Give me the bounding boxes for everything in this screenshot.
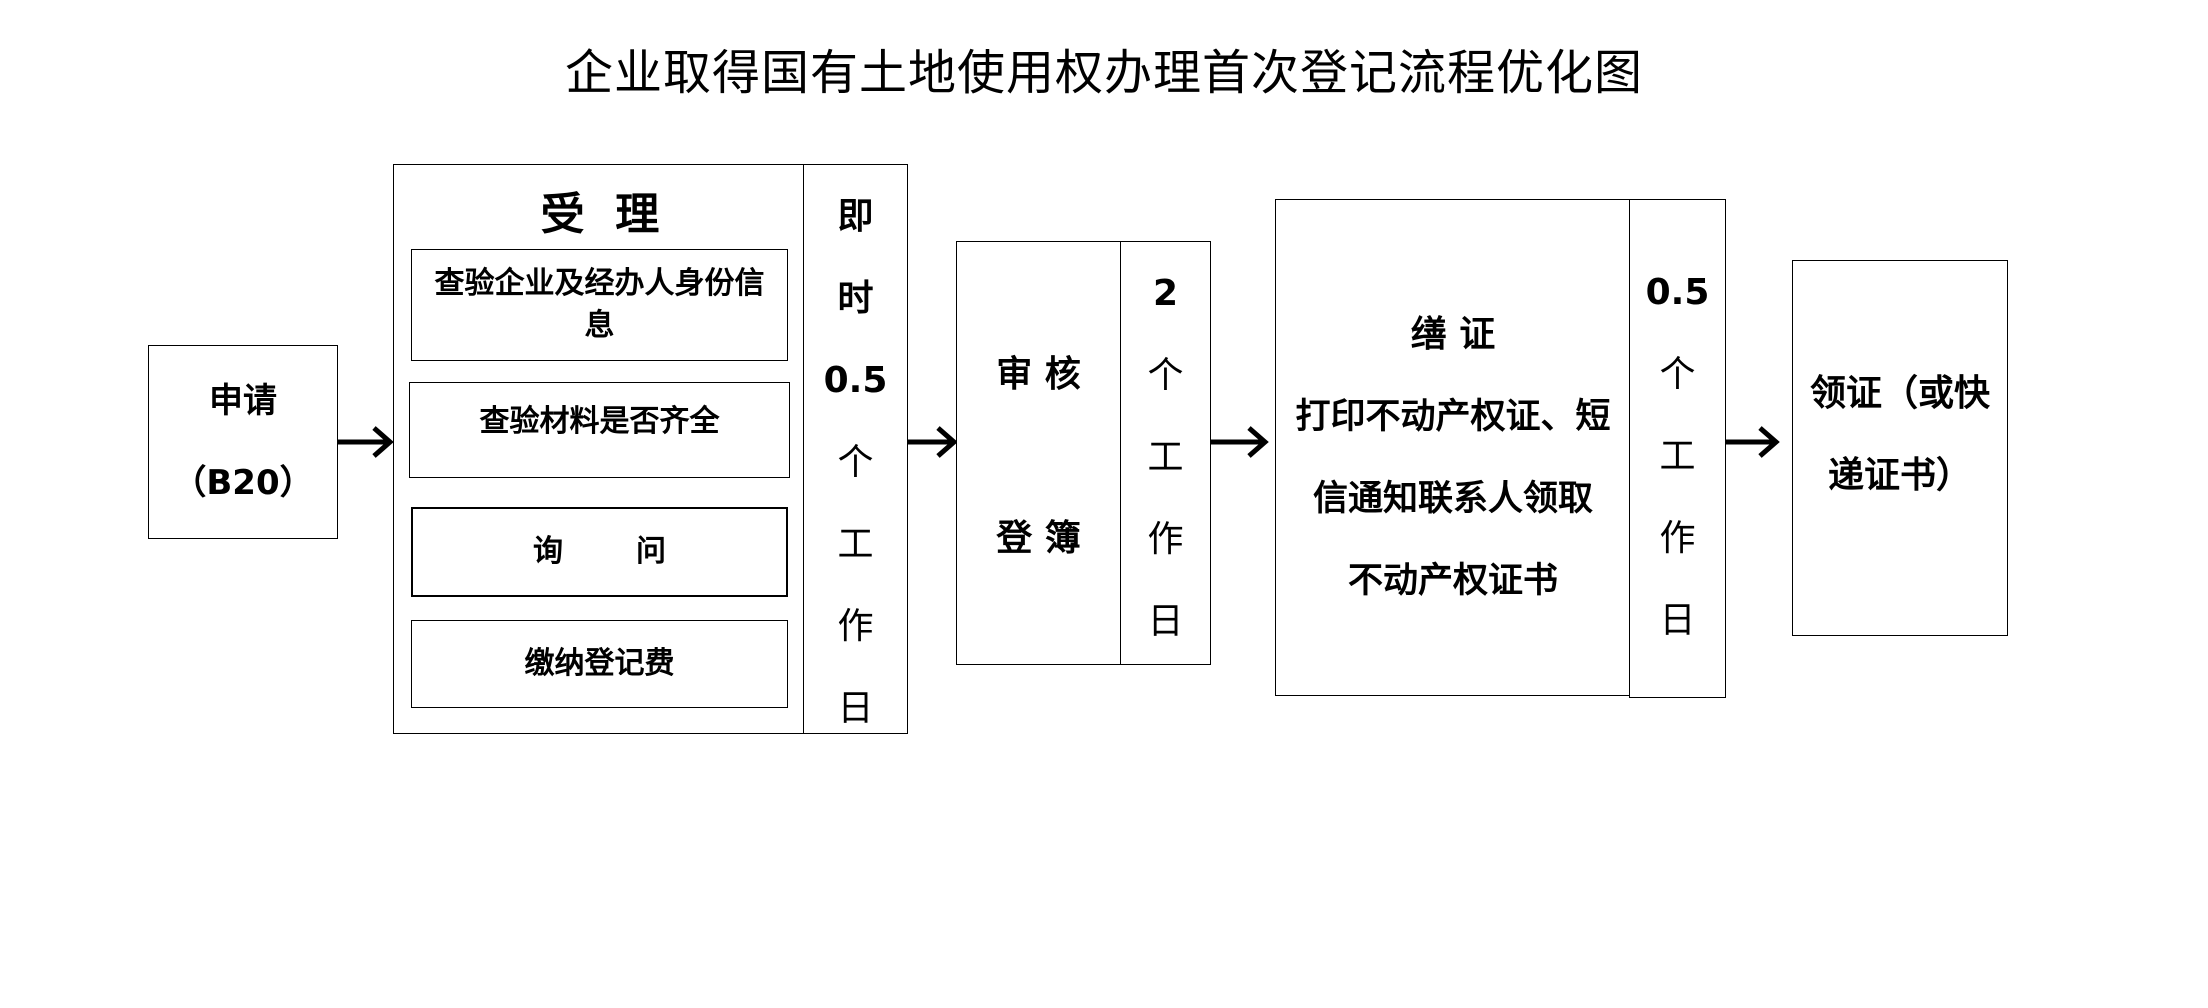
accept-time-divider: [803, 165, 804, 733]
certify-time-char: 个: [1659, 354, 1696, 395]
review-time-char: 作: [1147, 519, 1184, 560]
accept-time-char: 作: [837, 606, 874, 647]
certify-detail-line: 打印不动产权证、短: [1295, 397, 1611, 437]
accept-time-column: 即 时 0.5 个 工 作 日: [804, 165, 907, 733]
certify-detail-line: 信通知联系人领取: [1312, 479, 1593, 519]
certify-time-char: 0.5: [1645, 272, 1710, 313]
review-time-char: 2: [1152, 273, 1179, 314]
review-time-char: 个: [1147, 355, 1184, 396]
certify-time-box: 0.5 个 工 作 日: [1629, 199, 1726, 698]
accept-header: 受 理: [540, 189, 660, 240]
diagram-title: 企业取得国有土地使用权办理首次登记流程优化图: [564, 45, 1643, 101]
accept-time-char: 日: [837, 688, 874, 729]
accept-item-inquiry: 询 问: [411, 507, 788, 597]
arrow-accept-to-review: [908, 426, 958, 458]
certify-time-char: 日: [1659, 600, 1696, 641]
apply-code: （B20）: [172, 463, 314, 503]
receive-box: 领证（或快 递证书）: [1792, 260, 2008, 636]
certify-detail-line: 不动产权证书: [1347, 561, 1558, 601]
apply-label: 申请: [209, 381, 277, 421]
accept-item-identity-label: 查验企业及经办人身份信息: [434, 266, 765, 343]
review-time-divider: [1120, 242, 1121, 664]
certify-label: 缮 证: [1410, 314, 1496, 355]
accept-time-char: 时: [837, 278, 874, 319]
accept-time-char: 个: [837, 442, 874, 483]
arrow-apply-to-accept: [338, 426, 394, 458]
review-time-char: 日: [1147, 601, 1184, 642]
accept-time-char: 工: [837, 524, 874, 565]
review-label: 审 核: [996, 354, 1081, 395]
certify-box: 缮 证 打印不动产权证、短 信通知联系人领取 不动产权证书: [1275, 199, 1631, 696]
review-box: 审 核 登 簿 2 个 工 作 日: [956, 241, 1211, 665]
accept-item-materials-label: 查验材料是否齐全: [479, 404, 720, 439]
arrow-review-to-certify: [1211, 426, 1269, 458]
accept-time-char: 即: [837, 196, 874, 237]
accept-item-inquiry-label: 询 问: [532, 534, 667, 569]
certify-time-char: 作: [1659, 518, 1696, 559]
apply-box: 申请 （B20）: [148, 345, 338, 539]
register-label: 登 簿: [996, 518, 1081, 559]
accept-item-materials: 查验材料是否齐全: [409, 382, 790, 478]
review-label-area: 审 核 登 簿: [957, 242, 1120, 664]
accept-item-fee-label: 缴纳登记费: [524, 646, 675, 681]
receive-label: 领证（或快: [1809, 373, 1990, 414]
accept-time-char: 0.5: [823, 360, 888, 401]
receive-label-cont: 递证书）: [1827, 455, 1972, 496]
arrow-certify-to-receive: [1726, 426, 1780, 458]
certify-time-char: 工: [1659, 436, 1696, 477]
review-time-column: 2 个 工 作 日: [1121, 242, 1210, 664]
accept-item-fee: 缴纳登记费: [411, 620, 788, 708]
review-time-char: 工: [1147, 437, 1184, 478]
accept-box: 受 理 查验企业及经办人身份信息 查验材料是否齐全 询 问 缴纳登记费 即 时 …: [393, 164, 908, 734]
accept-item-identity: 查验企业及经办人身份信息: [411, 249, 788, 361]
